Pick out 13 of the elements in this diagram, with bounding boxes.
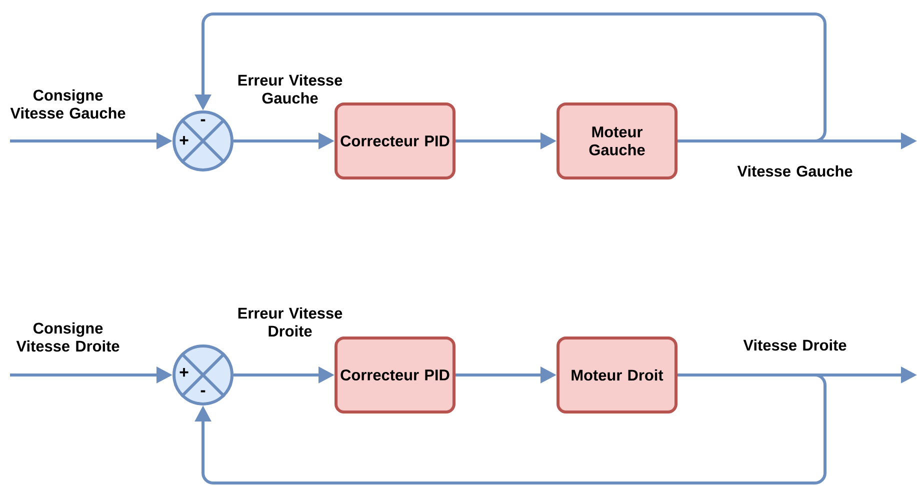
edge-label: Erreur Vitesse Droite (238, 307, 342, 337)
process-box: Moteur Droit (556, 336, 678, 414)
process-box: Correcteur PID (334, 102, 456, 180)
summing-junction: + - (172, 344, 234, 406)
edge-label: Vitesse Droite (743, 339, 846, 351)
summing-junction: - + (172, 110, 234, 172)
edge-label: Consigne Vitesse Droite (16, 322, 120, 352)
process-box: Correcteur PID (334, 336, 456, 414)
process-box: Moteur Gauche (556, 102, 678, 180)
edge-label: Vitesse Gauche (737, 165, 852, 177)
feedback-arrow (194, 373, 826, 484)
edge-label: Erreur Vitesse Gauche (238, 74, 342, 104)
edge-label: Consigne Vitesse Gauche (10, 89, 126, 119)
